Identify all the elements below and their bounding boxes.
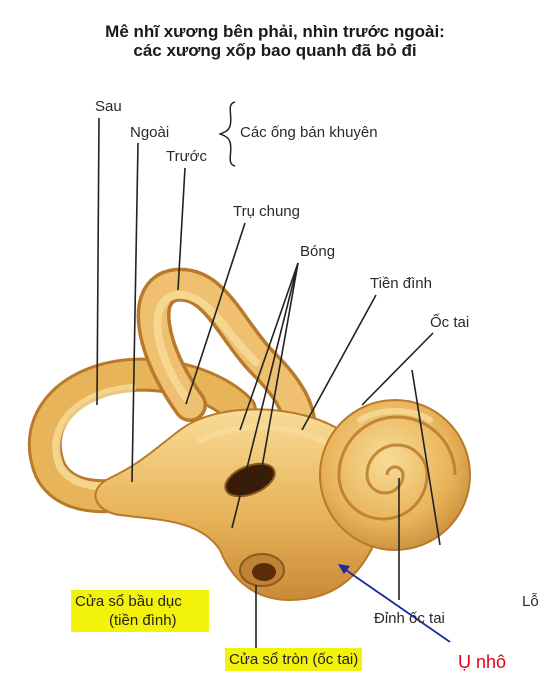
label-cochlea: Ốc tai bbox=[430, 314, 470, 331]
label-truoc: Trước bbox=[166, 148, 207, 165]
label-cochlea-apex: Đỉnh ốc tai bbox=[374, 610, 445, 627]
round-window bbox=[239, 553, 285, 587]
label-oval-window-highlight: Cửa sổ bầu dục (tiền đình) bbox=[71, 590, 209, 632]
label-round-window: Cửa sổ tròn (ốc tai) bbox=[229, 651, 359, 668]
oval-window bbox=[224, 462, 276, 498]
leader-lines bbox=[96, 117, 441, 648]
promontory-arrow bbox=[338, 564, 451, 643]
label-ngoai: Ngoài bbox=[130, 124, 170, 141]
label-ampulla: Bóng bbox=[300, 243, 336, 260]
anterior-canal-loop bbox=[136, 267, 317, 447]
label-edge-fragment: Lỗ bbox=[522, 593, 538, 610]
label-oval-window-sub: (tiền đình) bbox=[109, 612, 177, 629]
diagram-title-line-2: các xương xốp bao quanh đã bỏ đi bbox=[133, 41, 417, 60]
label-oval-window: Cửa sổ bầu dục bbox=[75, 593, 182, 610]
label-vestibule: Tiền đình bbox=[370, 275, 432, 292]
label-sau: Sau bbox=[95, 98, 122, 115]
canals-brace bbox=[218, 101, 236, 167]
cochlea bbox=[319, 399, 471, 551]
label-common-crus: Trụ chung bbox=[233, 203, 300, 220]
diagram-title-line-1: Mê nhĩ xương bên phải, nhìn trước ngoài: bbox=[105, 22, 445, 41]
label-promontory: Ụ nhô bbox=[458, 652, 507, 672]
label-round-window-highlight: Cửa sổ tròn (ốc tai) bbox=[225, 648, 363, 671]
label-semicircular-canals: Các ống bán khuyên bbox=[240, 124, 378, 141]
